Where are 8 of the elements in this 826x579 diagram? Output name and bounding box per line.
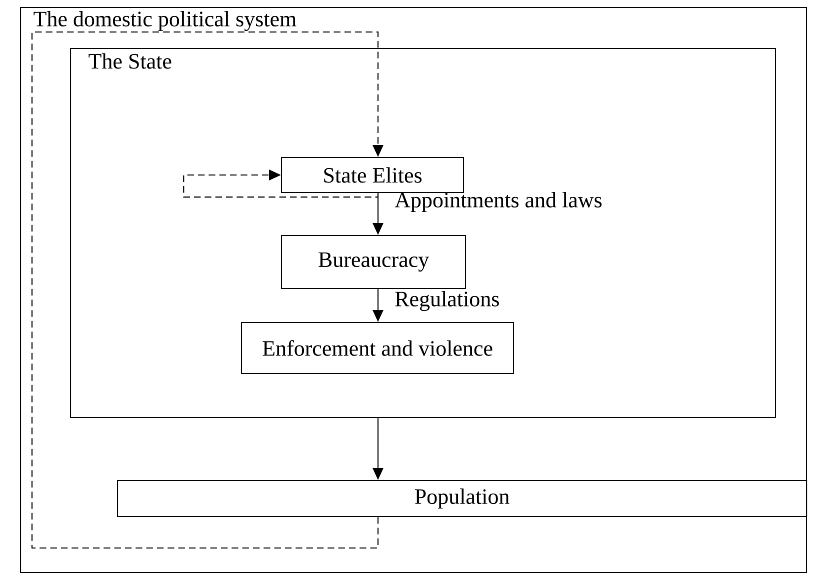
- process-box: Population: [117, 480, 808, 518]
- process-box: Bureaucracy: [281, 235, 466, 290]
- edge-label: Appointments and laws: [394, 192, 602, 212]
- process-box: Enforcement and violence: [241, 322, 514, 374]
- arrow: [183, 170, 379, 198]
- process-box: State Elites: [281, 157, 464, 194]
- arrow: [31, 31, 384, 549]
- edge-label: Regulations: [395, 290, 499, 311]
